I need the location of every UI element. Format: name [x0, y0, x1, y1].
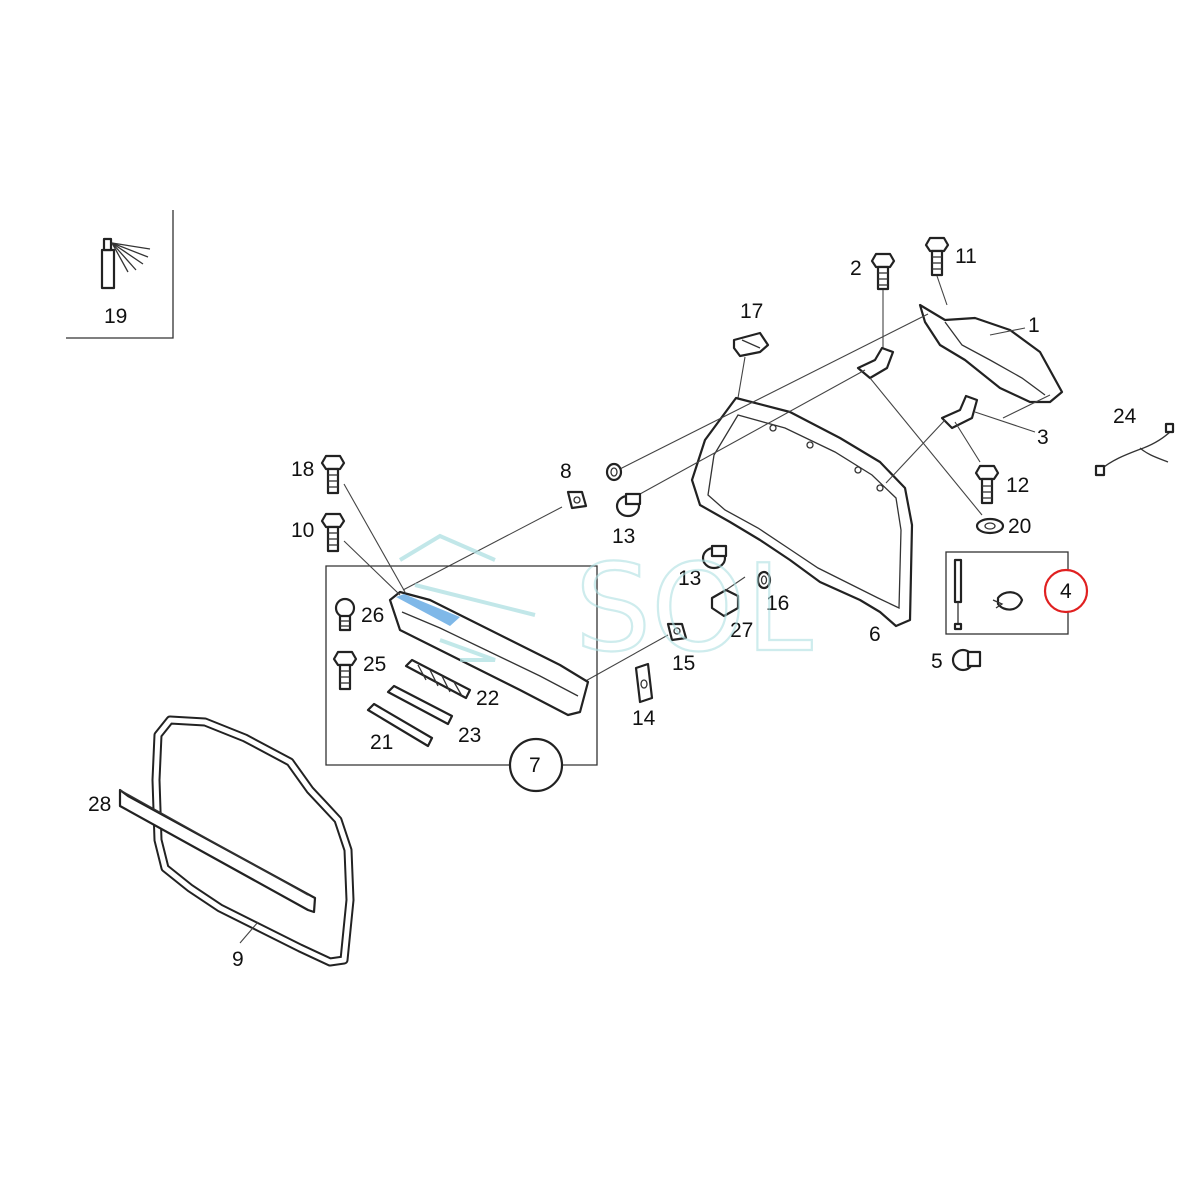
callout-12: 12: [1006, 474, 1029, 497]
callout-1: 1: [1028, 314, 1040, 337]
part-22-lamp-strip: 22: [404, 658, 499, 710]
part-13-plug-lower: 13: [678, 544, 728, 590]
brake-light-housing: [388, 590, 590, 717]
spray-can-icon: [100, 248, 116, 290]
callout-25: 25: [363, 653, 386, 676]
bracket-upper: [856, 346, 895, 380]
callout-9: 9: [232, 948, 244, 971]
part-7-brake-light-box: 7 26 25 22 23: [325, 565, 598, 793]
callout-2: 2: [850, 257, 862, 280]
watermark-text: SOL: [575, 540, 813, 679]
part-25-screw: 25: [332, 650, 386, 691]
strut-clip: [996, 591, 1024, 611]
callout-15: 15: [672, 652, 695, 675]
part-16-grommet: 16: [756, 570, 789, 615]
spoiler-body: [918, 303, 1064, 404]
callout-23: 23: [458, 724, 481, 747]
housing-highlight: [396, 594, 460, 626]
callout-18: 18: [291, 458, 314, 481]
bolt-2: 2: [850, 252, 896, 291]
part-9-seal: 9: [151, 715, 355, 971]
bolt-11: 11: [924, 236, 977, 277]
callout-21: 21: [370, 731, 393, 754]
callout-13-upper: 13: [612, 525, 635, 548]
part-15-grommet: 15: [666, 622, 695, 675]
callout-20: 20: [1008, 515, 1031, 538]
part-28-strip: 28: [88, 788, 317, 914]
part-3-bracket: 3: [940, 394, 1049, 449]
alignment-lines: [402, 313, 1051, 684]
kit-callout-circle: [508, 737, 564, 793]
part-18-screw: 18: [291, 454, 346, 495]
panel-window-opening: [707, 414, 902, 610]
part-14-nut-clip: 14: [632, 662, 656, 730]
kit-border: [325, 565, 598, 766]
spray-mist-icon: [111, 242, 151, 273]
part-1-spoiler: 1: [918, 303, 1064, 404]
callout-4: 4: [1060, 580, 1072, 603]
callout-14: 14: [632, 707, 656, 730]
callout-10: 10: [291, 519, 314, 542]
strut-cylinder: [953, 558, 963, 604]
part-17-clip: 17: [732, 300, 770, 358]
part-10-screw: 10: [291, 512, 346, 553]
callout-13-lower: 13: [678, 567, 701, 590]
part-8-clip: 8: [560, 460, 588, 510]
callout-11: 11: [955, 245, 977, 268]
part-13-plug-upper: 13: [612, 492, 642, 548]
part-4-gas-strut-box: 4: [945, 551, 1089, 635]
inset-border: [66, 210, 174, 339]
spoiler-edge: [944, 321, 1046, 396]
sol-watermark: SOL: [398, 533, 814, 680]
callout-7: 7: [529, 754, 541, 777]
part-5-ball-socket: 5: [931, 648, 982, 673]
part-19-inset: 19: [66, 210, 174, 339]
callout-8: 8: [560, 460, 572, 483]
bolt-12: 12: [974, 464, 1029, 505]
callout-26: 26: [361, 604, 384, 627]
part-23-lens: 23: [386, 684, 481, 747]
callout-16: 16: [766, 592, 789, 615]
callout-3: 3: [1037, 426, 1049, 449]
part-27-buffer: 27: [710, 576, 753, 642]
callout-22: 22: [476, 687, 499, 710]
washer-upper: [605, 462, 623, 482]
callout-24: 24: [1113, 405, 1137, 428]
spray-nozzle-icon: [102, 237, 113, 252]
highlight-circle-part-4: [1043, 568, 1089, 614]
callout-19: 19: [104, 305, 127, 328]
part-26-bulb: 26: [334, 597, 384, 632]
callout-27: 27: [730, 619, 753, 642]
callout-17: 17: [740, 300, 763, 323]
callout-28: 28: [88, 793, 111, 816]
part-6-tailgate-panel: 6: [690, 396, 914, 646]
callout-5: 5: [931, 650, 943, 673]
panel-outline: [690, 396, 914, 628]
part-21-gasket: 21: [366, 702, 434, 754]
washer-20: 20: [975, 515, 1031, 538]
part-24-wire: 24: [1094, 405, 1175, 477]
callout-6: 6: [869, 623, 881, 646]
